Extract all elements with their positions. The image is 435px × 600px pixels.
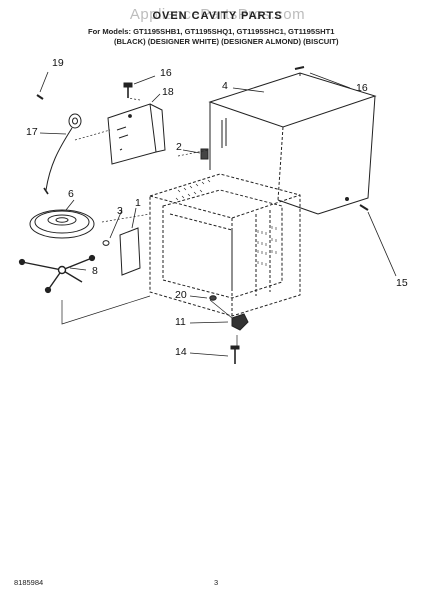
outer-cabinet-wrapper bbox=[208, 72, 377, 215]
callout-14: 14 bbox=[175, 346, 187, 358]
callout-19: 19 bbox=[52, 57, 64, 69]
washer-20 bbox=[209, 295, 217, 301]
part-2 bbox=[200, 148, 209, 160]
roller-support bbox=[18, 254, 96, 294]
clip-3 bbox=[102, 240, 110, 246]
callout-15: 15 bbox=[396, 277, 408, 289]
part-11-latch bbox=[231, 313, 249, 331]
diagram-title: OVEN CAVITY PARTS bbox=[152, 10, 283, 22]
callout-8: 8 bbox=[92, 265, 98, 277]
callout-3: 3 bbox=[117, 205, 123, 217]
model-colors: (BLACK) (DESIGNER WHITE) (DESIGNER ALMON… bbox=[114, 37, 339, 46]
callout-17: 17 bbox=[26, 126, 38, 138]
page-number: 3 bbox=[214, 578, 219, 587]
callout-16-left: 16 bbox=[160, 67, 172, 79]
screw-15 bbox=[359, 204, 369, 211]
callout-leaders bbox=[39, 71, 397, 357]
screw-16-right bbox=[294, 66, 305, 70]
callout-6: 6 bbox=[68, 188, 74, 200]
model-numbers: For Models: GT1195SHB1, GT1195SHQ1, GT11… bbox=[88, 27, 335, 36]
document-number: 8185984 bbox=[14, 578, 44, 587]
screw-16-left bbox=[123, 82, 133, 98]
glass-turntable bbox=[29, 209, 95, 239]
screw-19 bbox=[36, 94, 44, 100]
bracket-18 bbox=[107, 103, 166, 165]
assembly-reference-lines bbox=[61, 97, 238, 346]
model-list: For Models: GT1195SHB1, GT1195SHQ1, GT11… bbox=[88, 27, 339, 47]
screw-14 bbox=[230, 345, 240, 364]
watermark: AppliancePartsPros.com bbox=[129, 6, 306, 23]
callout-11: 11 bbox=[175, 316, 186, 328]
oven-cavity bbox=[149, 173, 301, 317]
callout-2: 2 bbox=[176, 141, 182, 153]
callout-4: 4 bbox=[222, 80, 228, 92]
callout-16-right: 16 bbox=[356, 82, 368, 94]
part-17-coupler bbox=[43, 113, 82, 195]
waveguide-cover bbox=[119, 227, 141, 276]
callout-1: 1 bbox=[135, 197, 141, 209]
cavity-vent-grid bbox=[175, 179, 277, 266]
callout-20: 20 bbox=[175, 289, 187, 301]
callout-18: 18 bbox=[162, 86, 174, 98]
